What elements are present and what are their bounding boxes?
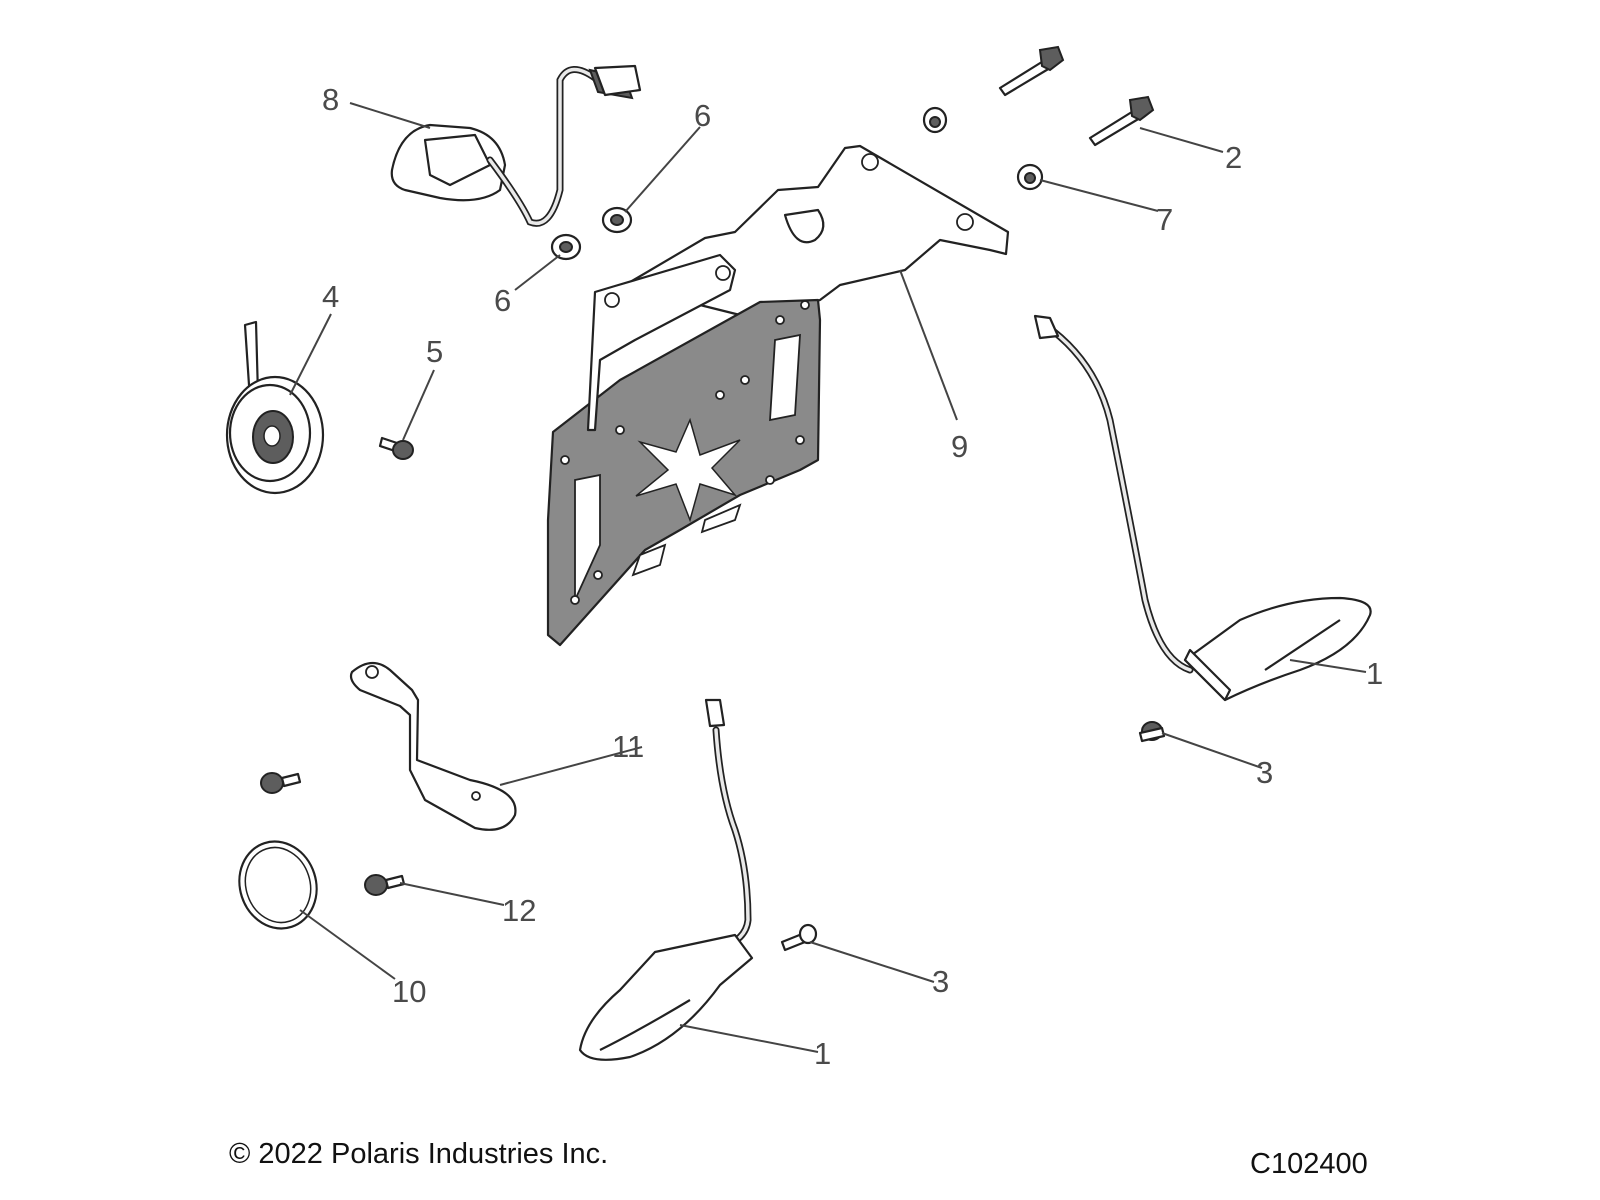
horn-part-4 [225,320,325,495]
screw-part-3-left [780,923,818,952]
nut-part-7-upper [922,106,948,134]
grommet-part-6-lower [550,233,582,261]
screw-part-3-right [1138,721,1166,743]
callout-6-lower: 6 [494,283,511,318]
callout-3-left: 3 [932,964,949,999]
nut-part-7-lower [1016,163,1044,191]
connector-module-part-8 [390,64,642,227]
leader-lines [289,102,1367,1053]
callout-11: 11 [612,729,644,764]
callout-6-upper: 6 [694,98,711,133]
screw-part-12-upper [260,772,302,794]
figure-id: C102400 [1250,1148,1368,1180]
callout-10: 10 [392,974,426,1009]
screw-part-12-lower [364,874,406,896]
reflector-bracket-part-11 [349,661,517,831]
callout-2: 2 [1225,140,1242,175]
bolt-part-2-lower [1088,95,1155,147]
screw-part-5 [378,436,414,460]
license-plate-bracket-part-9 [546,144,1010,647]
grommet-part-6-upper [601,206,633,234]
callout-3-right: 3 [1256,755,1273,790]
polaris-star-icon [635,417,741,523]
callout-5: 5 [426,334,443,369]
callout-7: 7 [1156,202,1173,237]
callout-8: 8 [322,82,339,117]
copyright-notice: © 2022 Polaris Industries Inc. [229,1138,609,1170]
callout-9: 9 [951,429,968,464]
reflector-part-10 [238,840,318,930]
callout-1-right: 1 [1366,656,1383,691]
callout-4: 4 [322,279,339,314]
callout-1-left: 1 [814,1036,831,1071]
turn-signal-part-1-left [578,698,754,1061]
bolt-part-2-upper [998,45,1065,97]
turn-signal-part-1-right [1033,314,1372,702]
callout-12: 12 [502,893,536,928]
